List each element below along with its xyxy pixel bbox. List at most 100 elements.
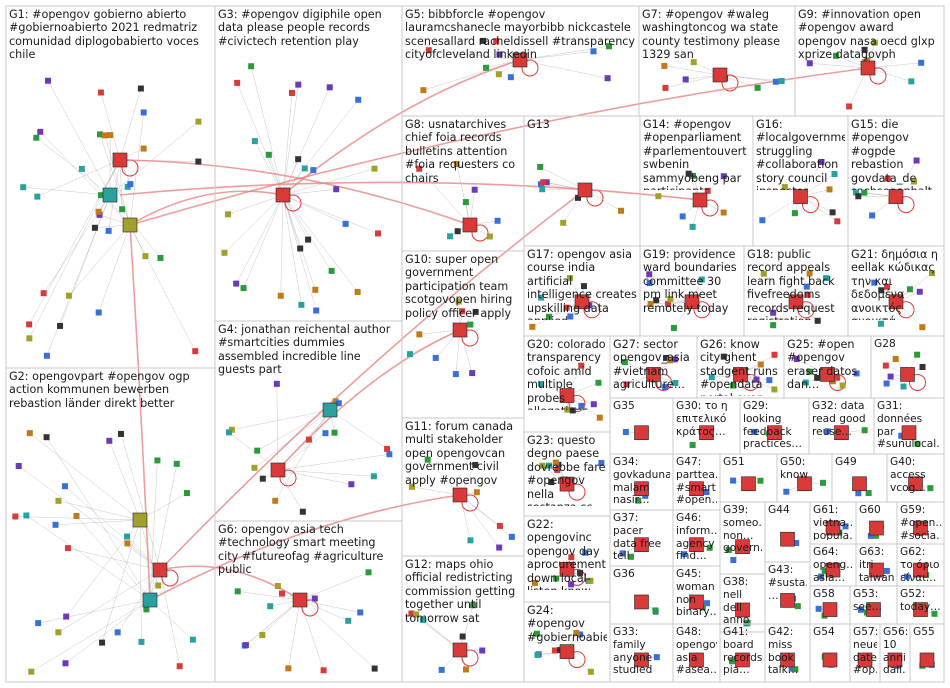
node[interactable] bbox=[853, 370, 860, 377]
node[interactable] bbox=[480, 37, 487, 44]
node[interactable] bbox=[537, 163, 544, 170]
node[interactable] bbox=[618, 207, 625, 214]
node[interactable] bbox=[548, 479, 555, 486]
node[interactable] bbox=[908, 78, 915, 85]
node[interactable] bbox=[357, 609, 364, 616]
hub-node[interactable] bbox=[825, 520, 841, 536]
node[interactable] bbox=[35, 620, 42, 627]
node[interactable] bbox=[424, 456, 431, 463]
hub-node[interactable] bbox=[869, 562, 884, 578]
hub-node[interactable] bbox=[834, 425, 849, 441]
node[interactable] bbox=[652, 607, 659, 614]
node[interactable] bbox=[96, 211, 103, 218]
node[interactable] bbox=[551, 647, 558, 654]
node[interactable] bbox=[507, 74, 514, 81]
node[interactable] bbox=[416, 165, 423, 172]
node[interactable] bbox=[802, 379, 809, 386]
node[interactable] bbox=[663, 354, 670, 361]
node[interactable] bbox=[419, 616, 426, 623]
node[interactable] bbox=[892, 355, 899, 362]
node[interactable] bbox=[804, 291, 811, 298]
node[interactable] bbox=[234, 588, 241, 595]
node[interactable] bbox=[274, 582, 281, 589]
node[interactable] bbox=[563, 304, 570, 311]
node[interactable] bbox=[877, 320, 884, 327]
node[interactable] bbox=[580, 283, 587, 290]
node[interactable] bbox=[328, 267, 335, 274]
node[interactable] bbox=[672, 379, 679, 386]
node[interactable] bbox=[662, 84, 669, 91]
node[interactable] bbox=[470, 602, 477, 609]
hub-node[interactable] bbox=[820, 367, 835, 382]
node[interactable] bbox=[301, 165, 308, 172]
node[interactable] bbox=[189, 636, 196, 643]
node[interactable] bbox=[137, 85, 144, 92]
node[interactable] bbox=[467, 321, 474, 328]
hub-node[interactable] bbox=[822, 652, 838, 668]
node[interactable] bbox=[884, 283, 891, 290]
hub-node[interactable] bbox=[102, 187, 118, 203]
node[interactable] bbox=[124, 540, 131, 547]
node[interactable] bbox=[730, 477, 737, 484]
node[interactable] bbox=[140, 109, 147, 116]
node[interactable] bbox=[720, 209, 727, 216]
hub-node[interactable] bbox=[322, 402, 338, 418]
node[interactable] bbox=[842, 523, 849, 530]
node[interactable] bbox=[311, 595, 318, 602]
node[interactable] bbox=[453, 160, 460, 167]
node[interactable] bbox=[919, 324, 926, 331]
node[interactable] bbox=[861, 427, 868, 434]
node[interactable] bbox=[871, 39, 878, 46]
hub-node[interactable] bbox=[735, 539, 750, 554]
node[interactable] bbox=[459, 633, 466, 640]
node[interactable] bbox=[305, 436, 312, 443]
hub-node[interactable] bbox=[512, 52, 528, 68]
node[interactable] bbox=[818, 158, 825, 165]
node[interactable] bbox=[288, 89, 295, 96]
node[interactable] bbox=[730, 557, 737, 564]
hub-node[interactable] bbox=[888, 294, 904, 310]
node[interactable] bbox=[814, 317, 821, 324]
hub-node[interactable] bbox=[919, 652, 935, 668]
node[interactable] bbox=[454, 228, 461, 235]
node[interactable] bbox=[770, 309, 777, 316]
node[interactable] bbox=[173, 460, 180, 467]
node[interactable] bbox=[251, 138, 258, 145]
node[interactable] bbox=[28, 668, 35, 675]
node[interactable] bbox=[508, 533, 515, 540]
node[interactable] bbox=[155, 582, 162, 589]
hub-node[interactable] bbox=[780, 593, 795, 608]
node[interactable] bbox=[496, 51, 503, 58]
node[interactable] bbox=[653, 654, 660, 661]
node[interactable] bbox=[55, 629, 62, 636]
node[interactable] bbox=[918, 59, 925, 66]
node[interactable] bbox=[578, 402, 585, 409]
hub-node[interactable] bbox=[132, 512, 148, 528]
node[interactable] bbox=[298, 301, 305, 308]
node[interactable] bbox=[806, 270, 813, 277]
node[interactable] bbox=[105, 227, 112, 234]
node[interactable] bbox=[598, 460, 605, 467]
hub-node[interactable] bbox=[574, 294, 590, 310]
node[interactable] bbox=[627, 553, 634, 560]
hub-node[interactable] bbox=[684, 294, 700, 310]
node[interactable] bbox=[689, 442, 696, 449]
node[interactable] bbox=[855, 490, 862, 497]
node[interactable] bbox=[331, 429, 338, 436]
node[interactable] bbox=[821, 567, 828, 574]
node[interactable] bbox=[496, 522, 503, 529]
node[interactable] bbox=[834, 218, 841, 225]
node[interactable] bbox=[333, 186, 340, 193]
node[interactable] bbox=[91, 224, 98, 231]
node[interactable] bbox=[407, 351, 414, 358]
node[interactable] bbox=[605, 43, 612, 50]
node[interactable] bbox=[587, 577, 594, 584]
node[interactable] bbox=[621, 359, 628, 366]
node[interactable] bbox=[154, 457, 161, 464]
hub-node[interactable] bbox=[559, 388, 575, 403]
hub-node[interactable] bbox=[869, 520, 884, 536]
node[interactable] bbox=[720, 173, 727, 180]
hub-node[interactable] bbox=[152, 562, 168, 578]
node[interactable] bbox=[176, 663, 183, 670]
hub-node[interactable] bbox=[788, 294, 804, 310]
